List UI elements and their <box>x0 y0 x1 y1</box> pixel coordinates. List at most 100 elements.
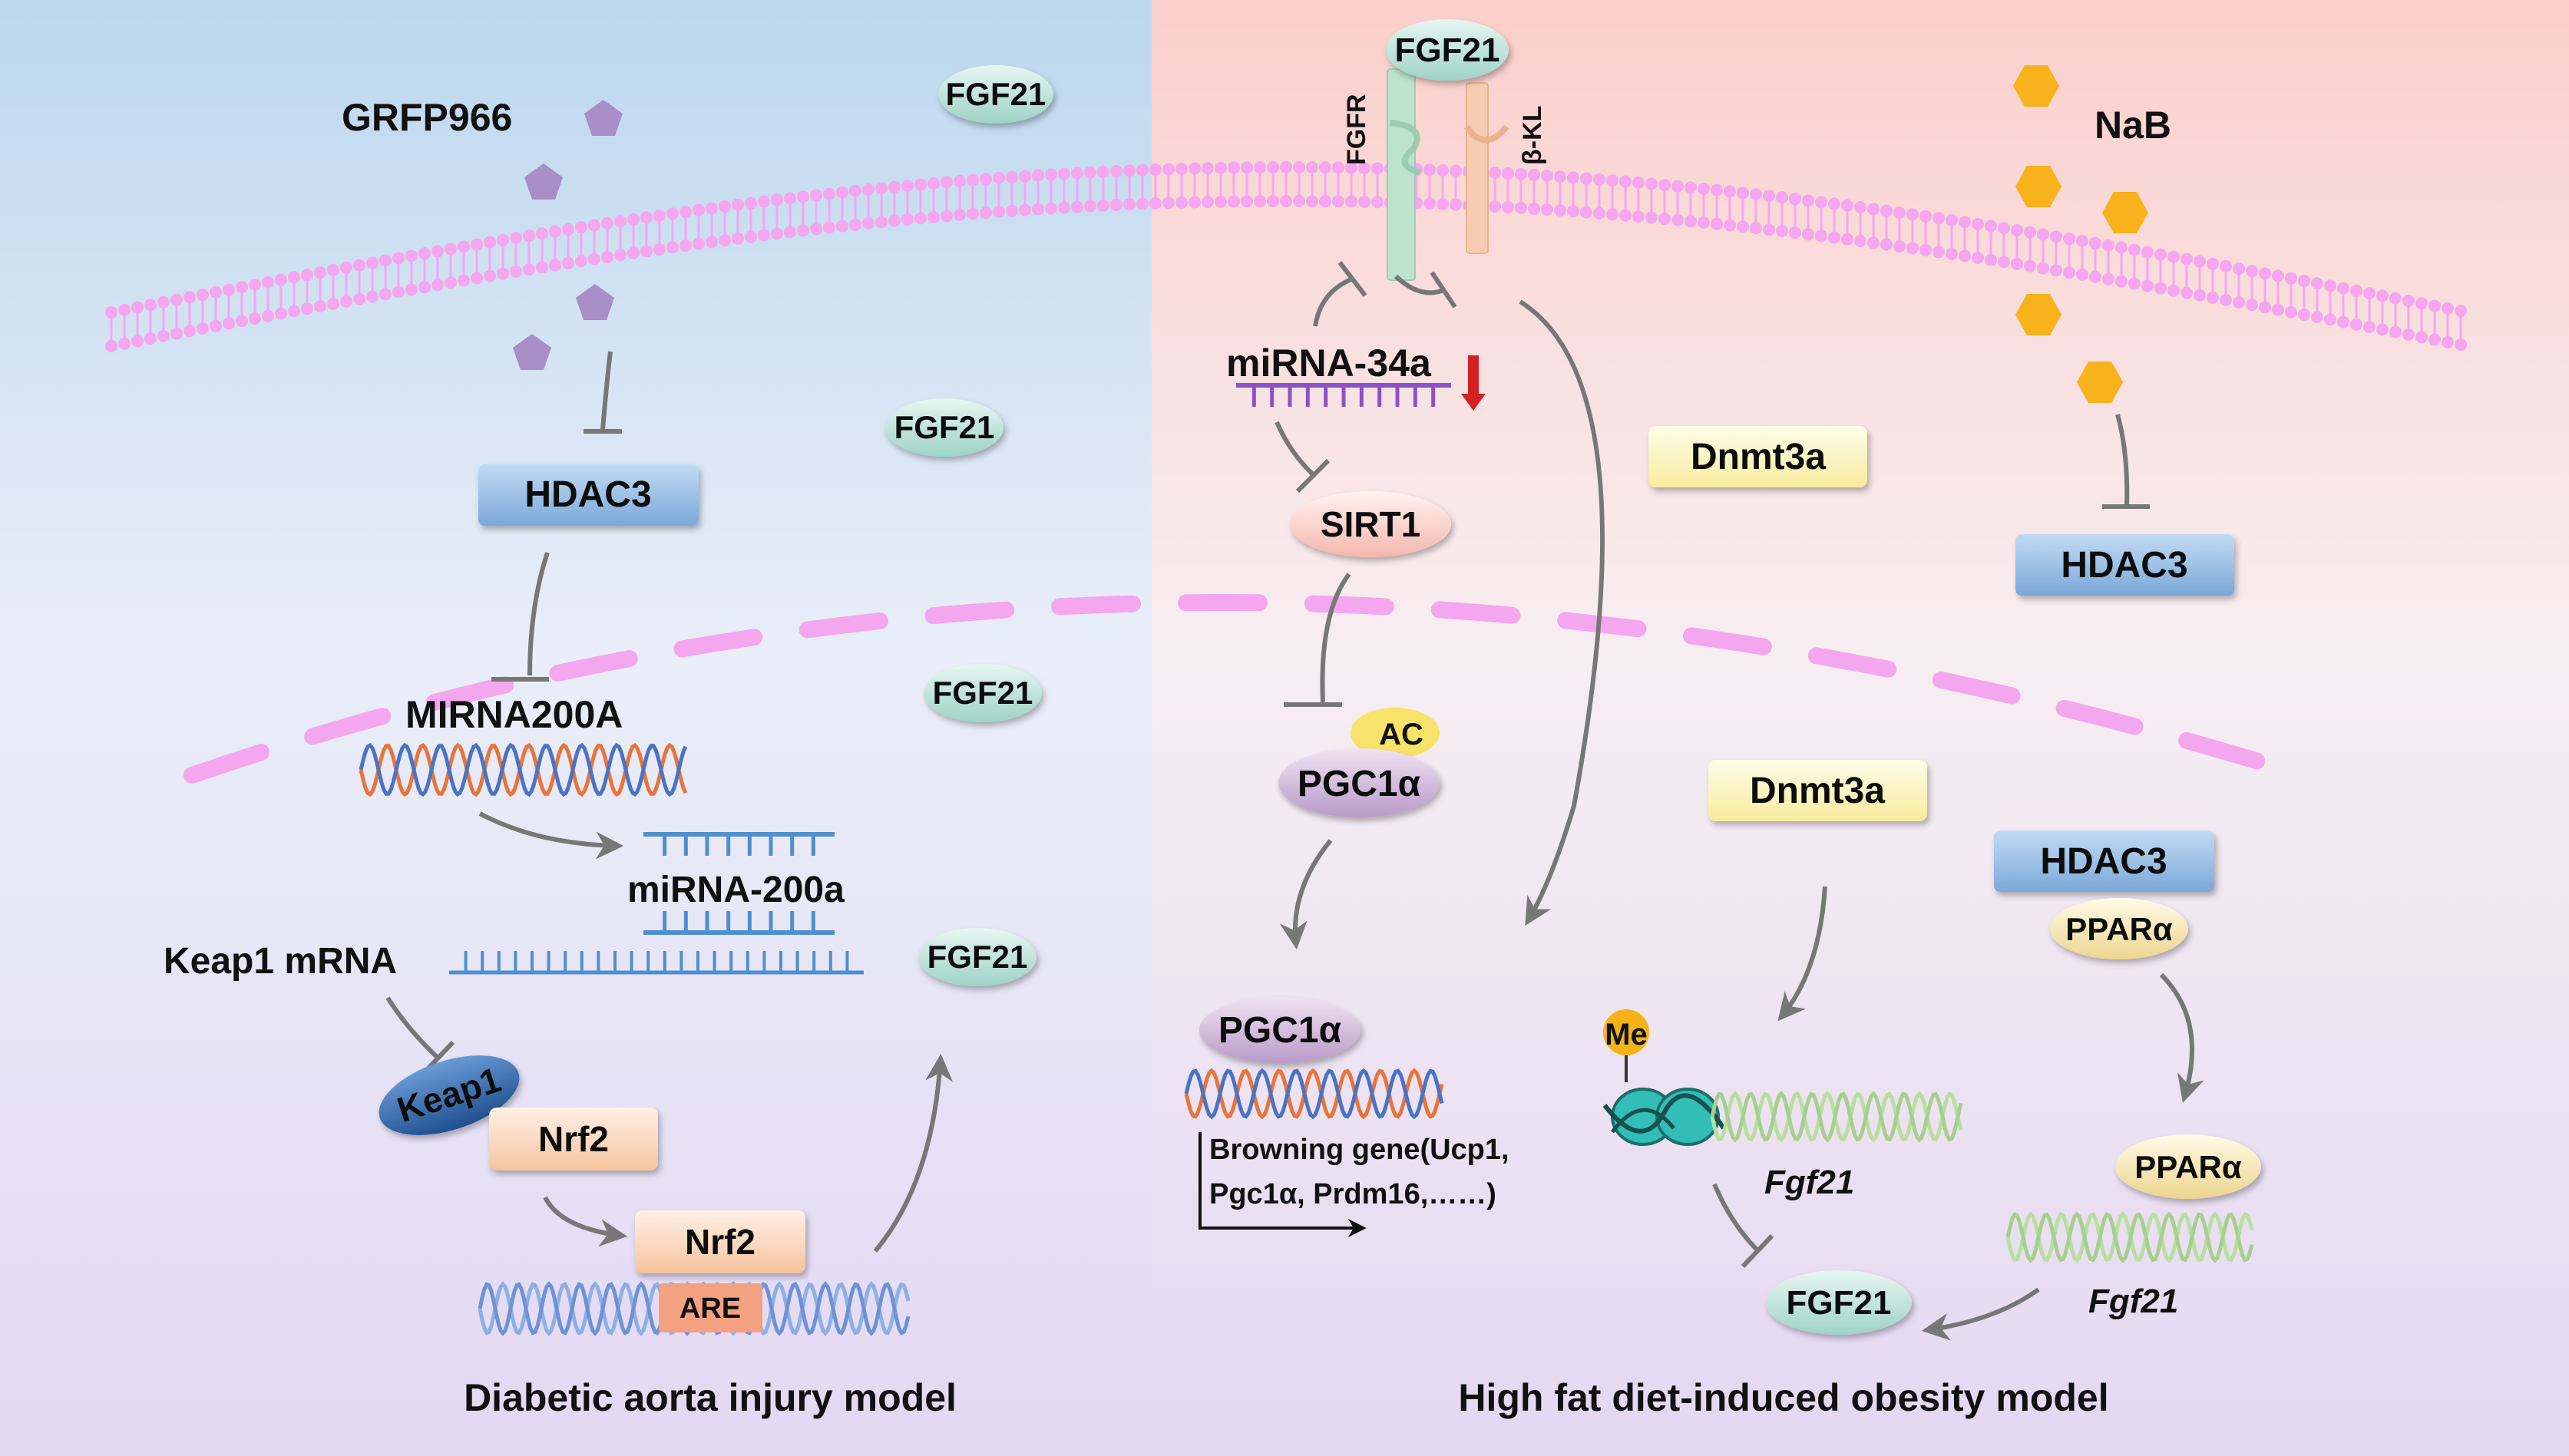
lipid-head <box>1241 195 1253 208</box>
fgf21-out-oval: FGF21 <box>1766 1270 1912 1335</box>
lipid-head <box>1867 203 1880 216</box>
pgc1a-oval-b: PGC1α <box>1199 997 1361 1063</box>
lipid-head <box>862 217 875 230</box>
lipid-head <box>875 182 888 195</box>
transcription-arrow <box>478 811 624 860</box>
lipid-head <box>2063 233 2075 246</box>
lipid-head <box>1946 247 1958 260</box>
pentagon-icon <box>513 334 551 370</box>
bkl-loop <box>1463 124 1509 144</box>
inhibit-bar <box>1741 1233 1774 1269</box>
lipid-head <box>197 322 209 335</box>
browning-gene-line1: Browning gene(Ucp1, <box>1209 1134 1509 1166</box>
lipid-head <box>1711 217 1723 230</box>
lipid-head <box>954 208 966 221</box>
lipid-head <box>1058 167 1070 180</box>
lipid-head <box>1371 196 1384 209</box>
fgf21-oval-b: FGF21 <box>885 398 1003 457</box>
svg-text:PGC1α: PGC1α <box>1298 764 1421 804</box>
lipid-head <box>2233 296 2245 309</box>
lipid-head <box>2272 303 2284 316</box>
lipid-head <box>1189 196 1201 209</box>
lipid-head <box>1567 205 1579 218</box>
mirna200a-gene-label: MIRNA200A <box>405 693 623 736</box>
lipid-head <box>1658 179 1671 192</box>
lipid-head <box>797 224 809 237</box>
lipid-head <box>1006 170 1018 183</box>
lipid-head <box>1149 163 1162 177</box>
lipid-head <box>1032 203 1044 216</box>
nucleosome-icon <box>1602 1088 1726 1146</box>
lipid-head <box>2076 268 2088 281</box>
lipid-head <box>392 252 405 265</box>
lipid-head <box>1071 200 1083 213</box>
lipid-head <box>1019 203 1031 216</box>
lipid-head <box>2063 266 2075 279</box>
lipid-head <box>2389 292 2402 305</box>
lipid-head <box>1019 170 1031 183</box>
lipid-head <box>1541 169 1553 182</box>
inhibit-line <box>1275 421 1317 478</box>
lipid-head <box>314 300 326 313</box>
lipid-head <box>210 286 222 299</box>
lipid-head <box>1698 216 1710 229</box>
fgfr-loop <box>1389 120 1422 176</box>
lipid-head <box>679 239 692 252</box>
lipid-head <box>1306 161 1318 174</box>
svg-text:Nrf2: Nrf2 <box>685 1222 755 1262</box>
lipid-head <box>1671 213 1684 226</box>
lipid-head <box>471 238 483 251</box>
keap1-mrna-strand <box>449 951 864 975</box>
lipid-head <box>1972 251 1984 264</box>
lipid-head <box>1136 197 1149 210</box>
lipid-head <box>105 340 117 353</box>
lipid-head <box>2350 318 2362 331</box>
lipid-head <box>823 221 835 234</box>
lipid-head <box>2141 246 2154 259</box>
lipid-head <box>562 256 574 269</box>
lipid-head <box>223 283 235 296</box>
lipid-head <box>184 291 196 304</box>
lipid-head <box>1162 196 1175 210</box>
lipid-head <box>1711 183 1723 196</box>
lipid-head <box>353 259 365 272</box>
lipid-head <box>927 177 940 190</box>
lipid-head <box>1933 246 1945 259</box>
svg-text:Dnmt3a: Dnmt3a <box>1750 771 1885 811</box>
lipid-head <box>2376 289 2389 302</box>
lipid-head <box>719 200 731 213</box>
lipid-head <box>2128 277 2141 290</box>
lipid-head <box>1632 210 1645 223</box>
hexagon-icon <box>2015 166 2061 207</box>
lipid-head <box>1880 238 1893 251</box>
dnmt3a-box-a: Dnmt3a <box>1648 426 1867 487</box>
svg-text:PPARα: PPARα <box>2134 1149 2242 1185</box>
left-panel-background <box>0 0 1152 1456</box>
lipid-head <box>575 221 587 234</box>
fgf21-gene-dna-b <box>2005 1211 2254 1263</box>
fgfr-receptor <box>1387 68 1416 281</box>
svg-text:Me: Me <box>1605 1018 1648 1052</box>
lipid-head <box>2154 248 2167 261</box>
lipid-head <box>1123 164 1136 177</box>
lipid-head <box>418 247 431 260</box>
lipid-head <box>1450 198 1462 211</box>
lipid-head <box>1946 213 1958 226</box>
lipid-head <box>275 307 287 320</box>
lipid-head <box>2350 284 2362 297</box>
svg-text:HDAC3: HDAC3 <box>2040 841 2167 882</box>
lipid-head <box>144 332 157 345</box>
grfp966-pentagons <box>513 100 623 370</box>
lipid-head <box>405 283 418 296</box>
svg-text:FGF21: FGF21 <box>894 409 995 445</box>
hdac3-box-left: HDAC3 <box>478 464 699 526</box>
lipid-head <box>2050 264 2062 277</box>
lipid-head <box>1893 239 1906 253</box>
lipid-head <box>1645 177 1658 190</box>
lipid-head <box>666 207 679 220</box>
lipid-head <box>980 206 992 220</box>
signaling-arrow <box>1519 299 1605 926</box>
lipid-head <box>732 198 744 211</box>
lipid-head <box>2141 279 2154 292</box>
lipid-head <box>2428 333 2441 346</box>
